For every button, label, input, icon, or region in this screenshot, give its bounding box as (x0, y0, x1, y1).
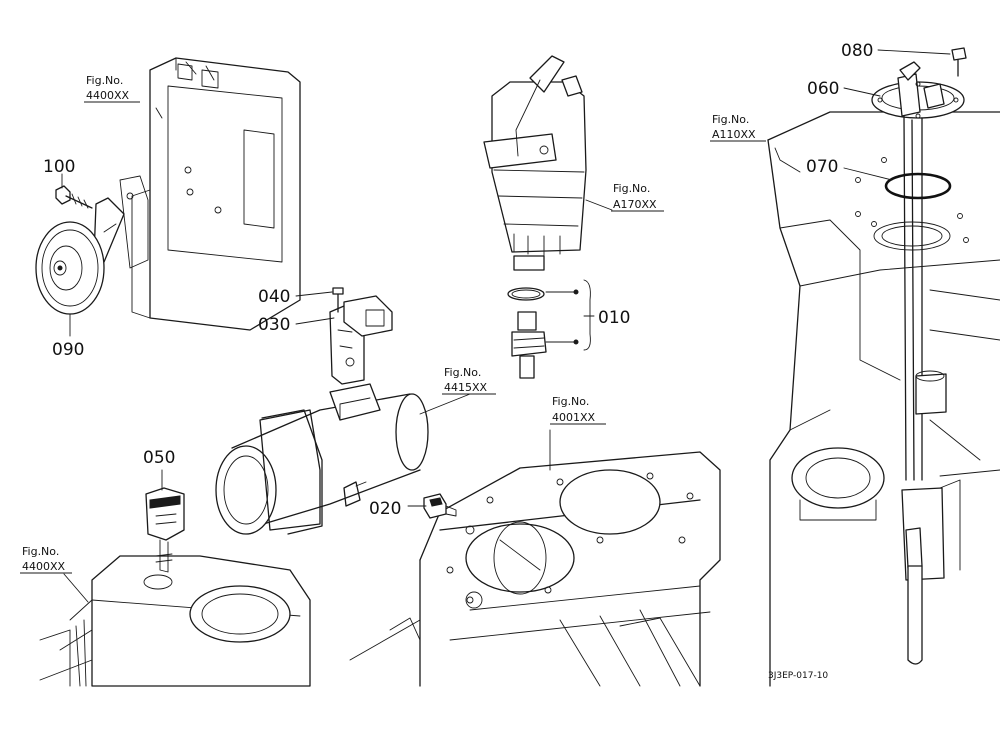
callout-050: 050 (143, 448, 175, 468)
level-sender (871, 61, 965, 665)
fig-ref-engine: Fig.No. 4001XX (550, 395, 606, 425)
sensor-010 (507, 279, 591, 379)
callouts: 100 090 040 030 050 020 010 080 060 070 (43, 41, 873, 519)
sensor-030 (329, 295, 393, 385)
fig-ref-label: Fig.No. (444, 366, 481, 379)
fig-ref-code: 4001XX (552, 411, 596, 424)
screw-040 (332, 287, 344, 313)
fig-ref-label: Fig.No. (613, 182, 650, 195)
o-ring-070 (884, 172, 952, 200)
fig-ref-label: Fig.No. (22, 545, 59, 558)
fig-ref-filter: Fig.No. A170XX (611, 182, 664, 212)
fig-ref-tank: Fig.No. A110XX (710, 113, 766, 142)
fig-ref-label: Fig.No. (86, 74, 123, 87)
callout-030: 030 (258, 315, 290, 335)
fig-ref-code: 4415XX (444, 381, 488, 394)
fig-ref-label: Fig.No. (552, 395, 589, 408)
sensor-020 (423, 493, 457, 519)
bolt-100 (55, 185, 93, 209)
fig-ref-top-left: Fig.No. 4400XX (84, 74, 140, 103)
fig-ref-bottom-left: Fig.No. 4400XX (20, 545, 72, 574)
callout-040: 040 (258, 287, 290, 307)
engine-block (349, 451, 721, 687)
intake-duct (215, 383, 429, 535)
fuel-tank (767, 111, 1000, 687)
callout-020: 020 (369, 499, 401, 519)
drawing-code: 3J3EP-017-10 (768, 671, 828, 681)
fig-ref-code: 4400XX (86, 89, 130, 102)
callout-010: 010 (598, 308, 630, 328)
callout-080: 080 (841, 41, 873, 61)
fig-ref-code: A170XX (613, 198, 657, 211)
callout-090: 090 (52, 340, 84, 360)
fig-ref-code: 4400XX (22, 560, 66, 573)
housing-bottom-left (39, 555, 311, 687)
leader-lines (61, 49, 951, 603)
horn (35, 197, 125, 315)
frame-bracket-top-left (119, 57, 301, 331)
switch-050 (145, 487, 185, 573)
callout-060: 060 (807, 79, 839, 99)
callout-070: 070 (806, 157, 838, 177)
screw-080 (951, 47, 967, 77)
fig-ref-intake: Fig.No. 4415XX (442, 366, 496, 395)
fig-ref-code: A110XX (712, 128, 756, 141)
fuel-filter (483, 55, 587, 271)
callout-100: 100 (43, 157, 75, 177)
fig-ref-label: Fig.No. (712, 113, 749, 126)
